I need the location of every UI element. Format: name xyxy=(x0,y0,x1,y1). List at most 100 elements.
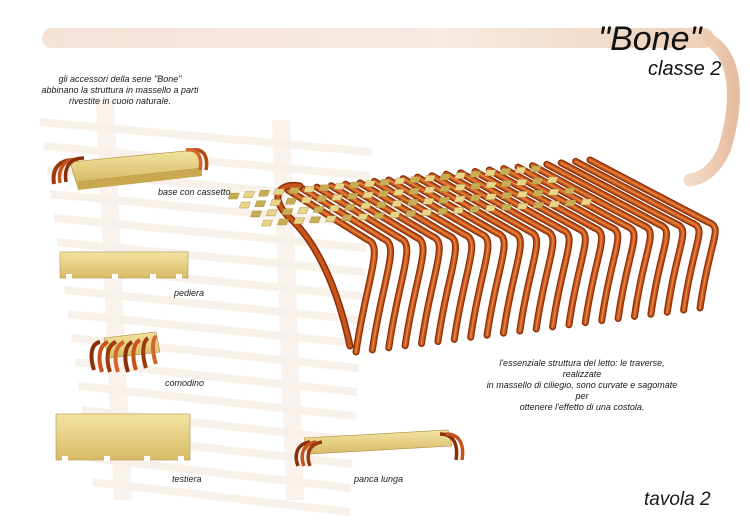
caption-base-con-cassetto: base con cassetto xyxy=(158,187,231,197)
long-bench-illustration xyxy=(294,429,465,467)
bed-leather-block xyxy=(500,180,513,187)
bed-leather-block xyxy=(529,165,542,173)
description-line: ottenere l'effetto di una costola. xyxy=(519,402,645,412)
bed-leather-block xyxy=(242,191,255,198)
bed-leather-block xyxy=(377,190,390,197)
bed-leather-block xyxy=(515,179,528,186)
bed-rib xyxy=(284,186,378,356)
bed-rib xyxy=(485,166,606,327)
bed-rib xyxy=(356,179,459,346)
bed-rib xyxy=(572,157,703,314)
bed-leather-block xyxy=(485,193,497,200)
bed-leather-block xyxy=(388,211,401,218)
bed-leather-block xyxy=(250,210,262,218)
bed-leather-block xyxy=(454,172,467,179)
bed-leather-block xyxy=(331,194,344,201)
bed-leather-block xyxy=(484,205,497,212)
bed-leather-block xyxy=(516,191,529,198)
ghost-slat xyxy=(54,214,366,252)
intro-note-line: gli accessori della serie "Bone" xyxy=(58,74,182,84)
curved-rib-decoration xyxy=(683,27,740,187)
bed-leather-block xyxy=(318,184,331,192)
ghost-slat xyxy=(64,286,362,324)
bed-rib xyxy=(399,175,508,339)
bed-leather-block xyxy=(348,181,361,189)
top-bar-decoration xyxy=(42,28,714,48)
intro-note-line: rivestite in cuoio naturale. xyxy=(68,96,172,106)
description-line: l'essenziale struttura del letto: le tra… xyxy=(499,358,665,379)
bed-leather-block xyxy=(531,177,543,185)
bed-leather-block xyxy=(485,181,497,189)
bed-leather-block xyxy=(548,200,561,208)
bed-leather-block xyxy=(288,187,300,194)
bed-leather-block xyxy=(500,192,513,199)
bed-rib xyxy=(514,163,638,322)
bed-leather-block xyxy=(372,212,385,219)
bed-leather-block xyxy=(393,177,406,185)
bed-leather-block xyxy=(357,213,369,220)
bed-leather-block xyxy=(469,171,482,178)
bed-leather-block xyxy=(468,206,481,213)
caption-pediera: pediera xyxy=(174,288,205,298)
bed-rib xyxy=(413,173,524,337)
bed-rib xyxy=(557,159,687,316)
bed-leather-block xyxy=(254,200,267,207)
bed-rib xyxy=(586,156,719,312)
bed-rib xyxy=(457,169,573,331)
ghost-slat xyxy=(89,454,351,492)
bed-rib xyxy=(298,185,395,354)
bed-rib xyxy=(313,183,411,352)
bed-leather-block xyxy=(436,208,449,215)
bed-leather-block xyxy=(391,200,403,207)
bed-rib xyxy=(385,176,492,341)
ghost-slat xyxy=(68,310,360,348)
bed-rib xyxy=(471,167,589,329)
ghost-slat xyxy=(57,238,365,276)
bed-leather-block xyxy=(300,196,313,204)
bed-leather-block xyxy=(408,187,420,195)
bed-leather-block xyxy=(546,176,559,184)
ghost-slat xyxy=(78,382,356,420)
ghost-slat xyxy=(92,478,350,516)
bed-leather-block xyxy=(303,185,316,193)
bed-leather-block xyxy=(499,168,512,175)
bed-leather-block xyxy=(227,192,240,200)
bed-leather-block xyxy=(309,216,321,224)
bed-leather-block xyxy=(333,183,346,190)
bed-leather-block xyxy=(277,218,289,226)
caption-testiera: testiera xyxy=(172,474,202,484)
bed-rib xyxy=(528,162,654,320)
bed-leather-block xyxy=(285,198,297,205)
bed-leather-block xyxy=(532,201,545,209)
nightstand-illustration xyxy=(89,331,161,373)
bed-leather-block xyxy=(325,215,337,222)
bed-leather-block xyxy=(439,173,451,181)
bed-leather-block xyxy=(469,182,482,190)
caption-panca-lunga: panca lunga xyxy=(354,474,404,484)
bed-leather-block xyxy=(500,204,513,211)
bed-rib xyxy=(428,172,541,335)
bed-leather-block xyxy=(420,209,433,216)
bed-rib xyxy=(342,180,443,348)
bed-leather-block xyxy=(484,169,497,177)
bed-leather-block xyxy=(563,187,576,195)
caption-comodino: comodino xyxy=(165,378,205,388)
ghost-post xyxy=(272,120,304,500)
description-line: in massello di ciliegio, sono curvate e … xyxy=(486,380,678,401)
bed-leather-block xyxy=(344,203,356,211)
bed-rib xyxy=(543,160,670,318)
bed-leather-block xyxy=(514,166,527,174)
ghost-post xyxy=(96,100,132,500)
intro-note: gli accessori della serie "Bone" abbinan… xyxy=(30,74,210,107)
page-title: "Bone" xyxy=(598,20,702,58)
bed-leather-block xyxy=(341,214,353,221)
bed-leather-block xyxy=(362,191,374,199)
bed-rib xyxy=(500,165,622,325)
ghost-slat xyxy=(40,118,372,156)
bed-leather-block xyxy=(424,175,436,182)
bed-leather-block xyxy=(363,180,376,187)
description-note: l'essenziale struttura del letto: le tra… xyxy=(482,358,682,413)
bed-leather-block xyxy=(378,179,391,186)
bed-leather-block xyxy=(409,176,421,183)
